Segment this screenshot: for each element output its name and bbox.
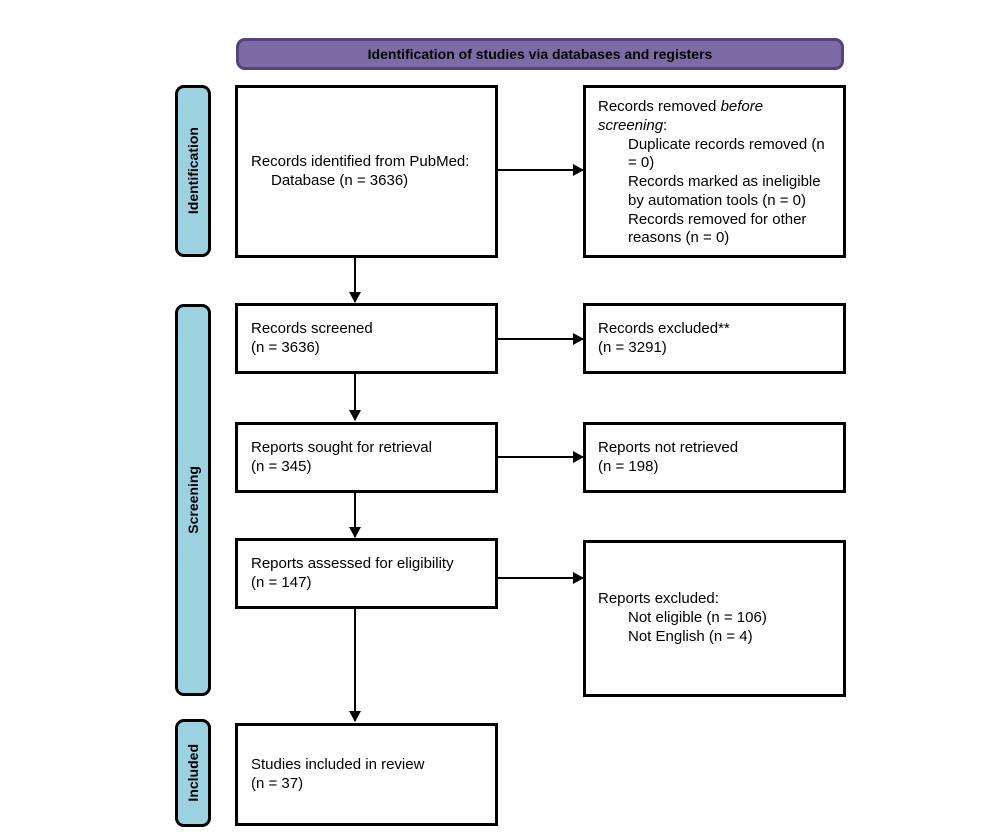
- records-identified-box: Records identified from PubMed: Database…: [235, 85, 498, 258]
- reports-sought-line1: Reports sought for retrieval: [251, 438, 432, 456]
- arrow-right-icon: [498, 164, 584, 176]
- reports-not-retrieved-box: Reports not retrieved (n = 198): [583, 422, 846, 493]
- records-removed-intro-prefix: Records removed: [598, 98, 721, 115]
- records-removed-intro-italic: before screening: [598, 98, 764, 134]
- records-removed-intro-suffix: :: [663, 116, 668, 134]
- studies-included-line2: (n = 37): [251, 774, 304, 792]
- records-excluded-line2: (n = 3291): [598, 338, 667, 356]
- records-removed-box: Records removed before screening: Duplic…: [583, 85, 846, 258]
- records-excluded-box: Records excluded** (n = 3291): [583, 303, 846, 374]
- reports-not-retrieved-line1: Reports not retrieved: [598, 438, 739, 456]
- stage-identification-label: Identification: [185, 127, 201, 215]
- diagram-title: Identification of studies via databases …: [367, 46, 713, 62]
- reports-assessed-box: Reports assessed for eligibility (n = 14…: [235, 538, 498, 609]
- arrow-down-icon: [349, 374, 361, 421]
- arrow-right-icon: [498, 451, 584, 463]
- reports-excluded-line1: Reports excluded:: [598, 590, 719, 608]
- reports-sought-line2: (n = 345): [251, 457, 312, 475]
- records-screened-line1: Records screened: [251, 319, 373, 337]
- arrow-down-icon: [349, 258, 361, 303]
- studies-included-line1: Studies included in review: [251, 755, 425, 773]
- diagram-title-banner: Identification of studies via databases …: [236, 38, 844, 70]
- records-removed-item: Duplicate records removed (n = 0): [628, 135, 825, 172]
- records-screened-box: Records screened (n = 3636): [235, 303, 498, 374]
- reports-assessed-line1: Reports assessed for eligibility: [251, 554, 454, 572]
- reports-excluded-item: Not English (n = 4): [628, 627, 753, 645]
- arrow-down-icon: [349, 609, 361, 722]
- records-screened-line2: (n = 3636): [251, 338, 320, 356]
- records-identified-line2: Database (n = 3636): [271, 171, 409, 189]
- records-excluded-line1: Records excluded**: [598, 319, 730, 337]
- stage-identification: Identification: [175, 85, 211, 257]
- records-removed-intro: Records removed before screening:: [598, 98, 833, 136]
- studies-included-box: Studies included in review (n = 37): [235, 723, 498, 826]
- reports-assessed-line2: (n = 147): [251, 573, 312, 591]
- stage-screening: Screening: [175, 304, 211, 696]
- reports-excluded-item: Not eligible (n = 106): [628, 609, 767, 627]
- arrow-right-icon: [498, 333, 584, 345]
- arrow-down-icon: [349, 493, 361, 538]
- stage-included-label: Included: [185, 744, 201, 802]
- arrow-right-icon: [498, 572, 584, 584]
- records-removed-item: Records marked as ineligible by automati…: [628, 173, 821, 209]
- records-identified-line1: Records identified from PubMed:: [251, 152, 470, 170]
- reports-excluded-box: Reports excluded: Not eligible (n = 106)…: [583, 540, 846, 697]
- reports-sought-box: Reports sought for retrieval (n = 345): [235, 422, 498, 493]
- reports-not-retrieved-line2: (n = 198): [598, 457, 659, 475]
- records-removed-item: Records removed for other reasons (n = 0…: [628, 210, 807, 247]
- stage-screening-label: Screening: [185, 466, 201, 534]
- stage-included: Included: [175, 719, 211, 827]
